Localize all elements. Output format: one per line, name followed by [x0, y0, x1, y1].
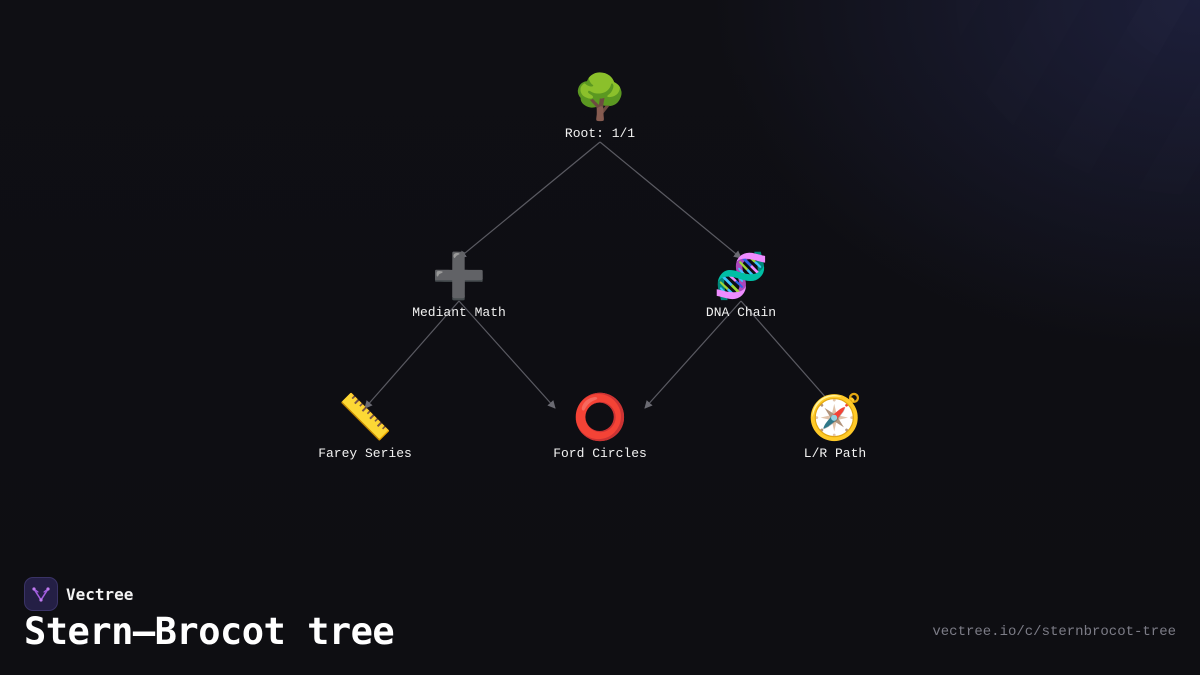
compass-icon: 🧭 [807, 392, 863, 443]
node-mediant-math[interactable]: ➕ Mediant Math [369, 251, 549, 320]
edge-dna-lr [740, 300, 836, 409]
page-url[interactable]: vectree.io/c/sternbrocot-tree [932, 624, 1176, 640]
plus-icon: ➕ [431, 251, 487, 302]
tree-icon: 🌳 [572, 72, 628, 123]
node-label: Root: 1/1 [564, 126, 636, 141]
node-dna-chain[interactable]: 🧬 DNA Chain [651, 251, 831, 320]
node-lr-path[interactable]: 🧭 L/R Path [745, 392, 925, 461]
node-label: L/R Path [803, 446, 867, 461]
edge-root-mediant [458, 141, 601, 259]
ruler-icon: 📏 [337, 392, 393, 443]
edge-mediant-ford [458, 300, 556, 409]
circle-icon: ⭕ [572, 392, 628, 443]
node-label: DNA Chain [705, 305, 777, 320]
dna-icon: 🧬 [713, 251, 769, 302]
node-ford-circles[interactable]: ⭕ Ford Circles [510, 392, 690, 461]
edge-dna-ford [644, 300, 742, 409]
page-title: Stern–Brocot tree [24, 610, 395, 653]
node-label: Ford Circles [553, 446, 647, 461]
node-root[interactable]: 🌳 Root: 1/1 [510, 72, 690, 141]
node-label: Mediant Math [412, 305, 506, 320]
node-farey-series[interactable]: 📏 Farey Series [275, 392, 455, 461]
brand-name: Vectree [66, 584, 134, 604]
brand: Vectree [24, 577, 133, 611]
edge-root-dna [599, 141, 742, 259]
node-label: Farey Series [318, 446, 412, 461]
edge-mediant-farey [364, 300, 460, 409]
vectree-logo-icon [24, 577, 58, 611]
